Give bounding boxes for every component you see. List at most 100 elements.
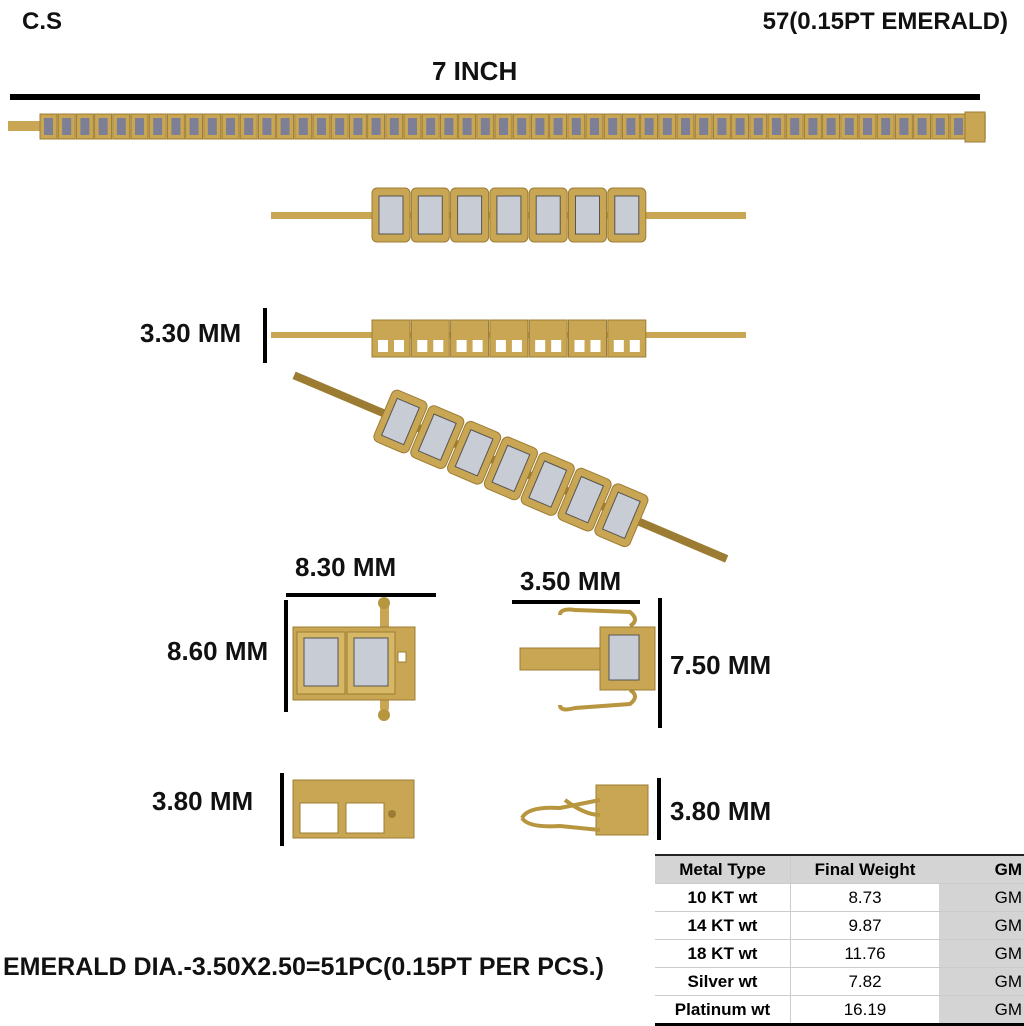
clasp-top-view — [292, 597, 416, 721]
link-gap — [629, 340, 640, 352]
emerald-stone — [735, 118, 745, 135]
bracelet-link — [450, 319, 490, 358]
weight-cell: 16.19 — [790, 995, 939, 1025]
emerald-stone — [426, 118, 436, 135]
bracelet-link — [568, 319, 607, 358]
bracelet-full-view — [8, 111, 986, 143]
header-final-weight: Final Weight — [790, 855, 939, 884]
emerald-stone — [499, 118, 508, 135]
bracelet-link — [489, 319, 529, 358]
bracelet-perspective-view — [292, 371, 729, 563]
emerald-stone — [207, 118, 217, 135]
emerald-stone — [457, 195, 483, 235]
emerald-stone — [571, 118, 581, 135]
link-gap — [551, 340, 562, 352]
bracelet-side-view — [271, 319, 746, 358]
emerald-stone — [389, 118, 399, 135]
emerald-stone — [954, 118, 963, 135]
emerald-stone — [881, 118, 891, 135]
emerald-stone — [378, 195, 404, 235]
emerald-stone — [496, 195, 522, 235]
link-gap — [433, 340, 444, 352]
stone-count: 57(0.15PT EMERALD) — [762, 8, 1008, 35]
clasp-side-height-line — [658, 598, 662, 728]
emerald-stone — [244, 118, 254, 135]
emerald-stone — [62, 118, 72, 135]
length-dimension-line — [10, 94, 980, 100]
unit-cell: GM — [939, 911, 1024, 940]
design-code: C.S — [22, 8, 63, 35]
clasp-width-line — [286, 593, 436, 597]
emerald-stone — [917, 118, 927, 135]
link-gap — [394, 340, 404, 352]
emerald-stone — [417, 413, 457, 461]
length-label: 7 INCH — [432, 56, 518, 86]
metal-cell: Silver wt — [655, 967, 791, 996]
metal-cell: 10 KT wt — [655, 883, 791, 912]
link-gap — [378, 340, 388, 352]
side-height-line — [263, 308, 267, 363]
unit-cell: GM — [939, 995, 1024, 1025]
emerald-stone — [444, 118, 454, 135]
weight-cell: 9.87 — [790, 911, 939, 940]
link-gap — [456, 340, 467, 352]
clasp-side-height-label: 7.50 MM — [670, 650, 772, 680]
clasp-height-label: 8.60 MM — [167, 636, 269, 666]
emerald-stone — [553, 118, 563, 135]
bracelet-top-view — [271, 187, 746, 243]
emerald-stone — [408, 118, 417, 135]
emerald-stone — [171, 118, 181, 135]
emerald-stone — [575, 195, 600, 235]
header-metal-type: Metal Type — [655, 855, 791, 884]
link-gap — [613, 340, 624, 352]
clasp-box — [964, 111, 986, 143]
emerald-stone — [528, 460, 568, 508]
emerald-stone — [226, 118, 235, 135]
bracelet-link — [607, 319, 647, 358]
emerald-stone — [44, 118, 53, 135]
emerald-stone — [353, 118, 363, 135]
emerald-stone — [790, 118, 800, 135]
link-gap — [417, 340, 428, 352]
emerald-stone — [535, 118, 545, 135]
bracelet-link — [410, 319, 450, 358]
emerald-stone — [462, 118, 472, 135]
bracelet-link — [371, 319, 411, 358]
emerald-stone — [608, 118, 618, 135]
emerald-stone — [98, 118, 108, 135]
weight-cell: 8.73 — [790, 883, 939, 912]
emerald-stone — [280, 118, 290, 135]
emerald-stone — [772, 118, 781, 135]
emerald-stone — [317, 118, 326, 135]
emerald-stone — [535, 195, 561, 235]
link-gap — [472, 340, 483, 352]
clasp-tongue — [8, 121, 40, 131]
link-gap — [574, 340, 585, 352]
metal-cell: 18 KT wt — [655, 939, 791, 968]
bracelet-link — [528, 319, 568, 358]
emerald-stone — [626, 118, 636, 135]
clasp-width-label: 8.30 MM — [295, 552, 397, 582]
emerald-stone — [480, 118, 490, 135]
link-gap — [511, 340, 522, 352]
metal-cell: Platinum wt — [655, 995, 791, 1025]
emerald-stone — [844, 118, 854, 135]
emerald-stone — [371, 118, 381, 135]
emerald-stone — [699, 118, 709, 135]
link-gap — [495, 340, 506, 352]
side-height-label: 3.30 MM — [140, 318, 242, 348]
emerald-stone — [614, 195, 640, 235]
clasp-depth-left-label: 3.80 MM — [152, 786, 254, 816]
emerald-stone — [454, 429, 494, 477]
emerald-stone — [116, 118, 126, 135]
clasp-side-width-label: 3.50 MM — [520, 566, 622, 596]
emerald-stone — [826, 118, 836, 135]
clasp-bottom-right-view — [520, 784, 649, 836]
emerald-stone — [189, 118, 199, 135]
header-unit: GM — [939, 855, 1024, 884]
emerald-stone — [335, 118, 345, 135]
